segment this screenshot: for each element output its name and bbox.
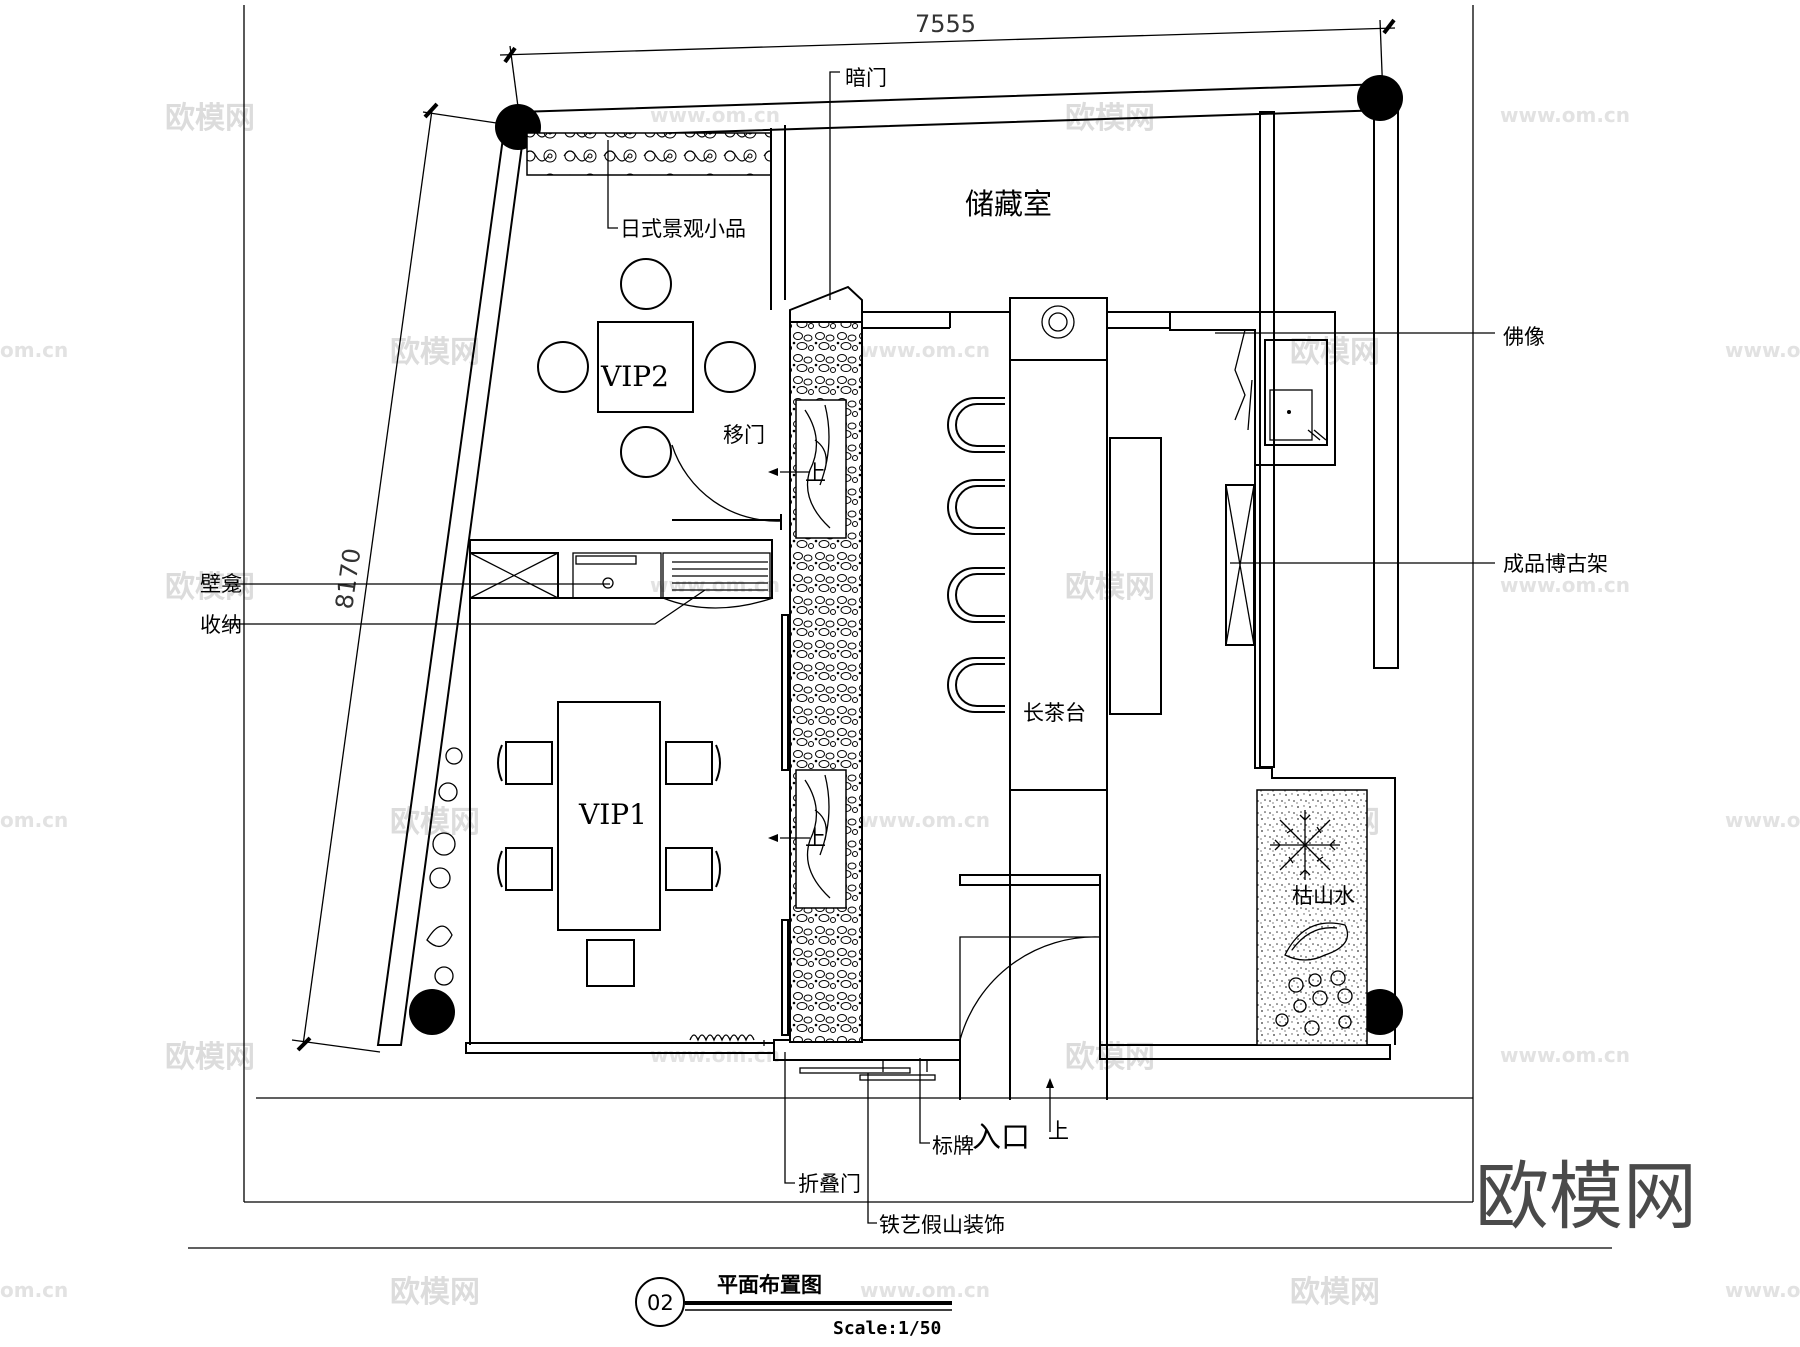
dimension-top: 7555 — [499, 10, 1396, 123]
column — [409, 989, 455, 1035]
label-buddha-statue: 佛像 — [1503, 325, 1545, 349]
room-label-entrance: 入口 — [972, 1120, 1030, 1154]
vip2-stool — [620, 426, 672, 478]
callout-leaders — [225, 71, 1495, 1224]
vip2-stool — [704, 341, 756, 393]
watermark-url: www.om.cn — [860, 808, 990, 832]
label-storage-cabinet: 收纳 — [200, 613, 242, 637]
watermark-url: www.om.cn — [1500, 573, 1630, 597]
vip2-stool — [620, 258, 672, 310]
watermark: 欧模网 — [165, 570, 255, 605]
pebble-cluster — [1275, 970, 1353, 1036]
rockery-wall — [781, 285, 863, 1043]
watermark-url: www.om.cn — [860, 338, 990, 362]
column — [1357, 75, 1403, 121]
watermark-url: om.cn — [0, 808, 68, 832]
japanese-landscape-strip — [526, 132, 772, 176]
watermark-url: www.om.cn — [1725, 338, 1800, 362]
vip1-chairs — [497, 741, 721, 891]
watermark: 欧模网 — [165, 101, 255, 136]
structural-columns — [409, 75, 1403, 1035]
room-label-vip1: VIP1 — [578, 798, 647, 831]
label-japanese-landscape: 日式景观小品 — [620, 217, 746, 241]
watermark-url: www.om.cn — [650, 1043, 780, 1067]
watermark-url: www.om.cn — [860, 1278, 990, 1302]
watermark: 欧模网 — [390, 805, 480, 840]
label-display-shelf: 成品博古架 — [1503, 552, 1608, 576]
vip1-table — [557, 701, 661, 931]
niche-storage-strip — [469, 539, 774, 609]
callout-labels: 储藏室 暗门 日式景观小品 移门 上 上 上 壁龛 收纳 佛像 成品博古架 标牌… — [200, 66, 1608, 1237]
watermark-url: www.om.cn — [1725, 808, 1800, 832]
vip2-table — [597, 321, 694, 413]
label-iron-rockery: 铁艺假山装饰 — [879, 1213, 1005, 1237]
brand-logo: 欧模网 — [1475, 1154, 1697, 1240]
title-block: 02 平面布置图 Scale:1/50 — [188, 1247, 1612, 1339]
drawing-number: 02 — [647, 1291, 674, 1315]
drawing-title: 平面布置图 — [717, 1273, 822, 1297]
watermark: 欧模网 — [165, 1040, 255, 1075]
watermark-layer: 欧模网 欧模网 www.om.cn www.om.cn 欧模网 欧模网 om.c… — [0, 101, 1800, 1310]
label-signboard: 标牌 — [932, 1134, 974, 1158]
vip2-room: VIP2 — [526, 125, 786, 530]
right-display-area: 枯山水 — [1169, 311, 1396, 1046]
dimension-left: 8170 — [291, 102, 511, 1053]
plant-icon — [1270, 810, 1340, 880]
watermark-url: www.om.cn — [1500, 103, 1630, 127]
room-label-dry-garden: 枯山水 — [1292, 884, 1355, 908]
dimension-depth: 8170 — [330, 546, 366, 610]
watermark-url: www.om.cn — [1725, 1278, 1800, 1302]
watermark-url: om.cn — [0, 338, 68, 362]
vip2-stool — [537, 341, 589, 393]
watermark: 欧模网 — [390, 335, 480, 370]
label-folding-door: 折叠门 — [798, 1172, 861, 1196]
buddha-statue-plinth — [1264, 339, 1328, 446]
watermark-url: www.om.cn — [650, 573, 780, 597]
label-up: 上 — [805, 461, 826, 485]
vip1-room: VIP1 — [426, 598, 765, 1046]
storage-slats — [672, 561, 768, 591]
vip1-side-stool — [586, 939, 635, 987]
drawing-scale: Scale:1/50 — [833, 1318, 941, 1339]
room-label-storage: 储藏室 — [965, 187, 1052, 221]
entrance-fixtures — [799, 1060, 936, 1081]
tea-bar-area: 长茶台 — [861, 297, 1171, 1100]
room-label-tea-bar: 长茶台 — [1023, 701, 1086, 725]
label-hidden-door: 暗门 — [845, 66, 887, 90]
label-up: 上 — [805, 826, 826, 850]
label-up: 上 — [1048, 1119, 1069, 1143]
label-sliding-door: 移门 — [723, 423, 765, 447]
room-label-vip2: VIP2 — [600, 360, 669, 393]
watermark-url: om.cn — [0, 1278, 68, 1302]
watermark: 欧模网 — [390, 1275, 480, 1310]
watermark: 欧模网 — [1290, 1275, 1380, 1310]
dry-landscape-garden — [1256, 789, 1368, 1046]
label-wall-niche: 壁龛 — [200, 572, 242, 596]
stepping-stones — [426, 747, 463, 986]
drawing-number-circle — [635, 1277, 685, 1327]
watermark-url: www.om.cn — [1500, 1043, 1630, 1067]
column — [1357, 989, 1403, 1035]
bar-stools — [947, 397, 1005, 713]
outer-walls — [376, 82, 1399, 1061]
dimension-width: 7555 — [915, 10, 976, 38]
site-boundary — [243, 5, 1474, 1203]
